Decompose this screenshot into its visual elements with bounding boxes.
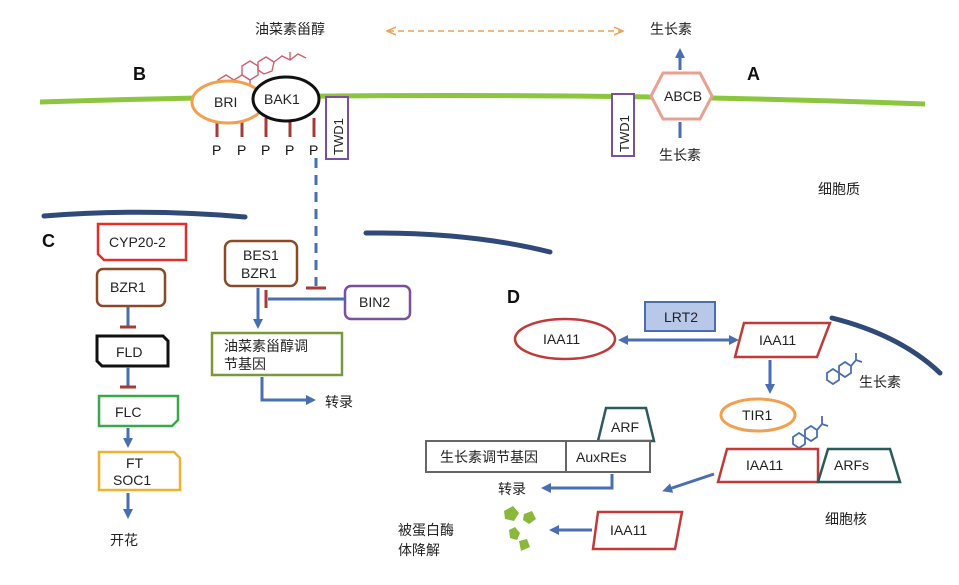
section-a-label: A (747, 64, 760, 84)
arf-label: ARF (611, 419, 639, 435)
auxin-genes-label: 生长素调节基因 (440, 449, 538, 466)
phosphate-label-1: P (212, 142, 221, 158)
auxin-molecule-icon-d (826, 353, 863, 386)
iaa11-left-ellipse (513, 317, 617, 361)
twd1-left-label: TWD1 (331, 118, 346, 155)
nucleus-envelope-far-right (829, 315, 943, 376)
cyp20-label: CYP20-2 (109, 234, 166, 250)
flc-label: FLC (115, 404, 141, 420)
bak1-label: BAK1 (264, 91, 300, 107)
nucleus-envelope-left (41, 209, 248, 220)
bes1-bzr1-box (223, 239, 299, 288)
soc1-label: SOC1 (113, 472, 151, 488)
cell-membrane (39, 92, 926, 107)
section-d-label: D (507, 287, 520, 307)
ft-label: FT (126, 455, 144, 471)
phosphate-label-4: P (285, 142, 294, 158)
br-transcription-arrow (260, 377, 316, 405)
lrt2-label: LRT2 (664, 309, 698, 325)
iaa11-bottom-box (591, 510, 684, 551)
flc-box (97, 394, 180, 428)
auxin-molecule-icon-tir1 (792, 416, 829, 450)
bzr1-b-label: BZR1 (241, 265, 277, 281)
iaa11-right-label: IAA11 (759, 332, 796, 348)
lrt2-box (644, 301, 716, 332)
twd1-right-label: TWD1 (617, 115, 632, 152)
bin2-label: BIN2 (359, 294, 390, 310)
cytoplasm-label: 细胞质 (818, 182, 860, 198)
bak1-receptor (251, 75, 321, 123)
transcription-d-label: 转录 (498, 482, 526, 498)
phosphate-label-2: P (237, 142, 246, 158)
auxin-bottom-label: 生长素 (659, 148, 701, 164)
phosphate-label-5: P (309, 142, 318, 158)
flowering-label: 开花 (110, 533, 138, 549)
twd1-right-box (611, 93, 635, 157)
iaa11-to-genes-arrow (662, 472, 715, 493)
br-genes-box (210, 331, 344, 377)
auxin-d-label: 生长素 (859, 375, 901, 391)
auxin-top-label: 生长素 (650, 22, 692, 38)
arfs-label: ARFs (834, 457, 869, 473)
tir1-ellipse (719, 397, 797, 433)
fld-box (95, 334, 170, 368)
bin2-box (343, 284, 412, 321)
bri-label: BRI (214, 94, 237, 110)
proteasome-label-1: 被蛋白酶 (398, 523, 454, 539)
iaa11-bottom-label: IAA11 (610, 522, 647, 538)
proteasome-label-2: 体降解 (398, 543, 440, 559)
section-b-label: B (133, 64, 146, 84)
auxin-genes-box (425, 440, 567, 473)
tir1-label: TIR1 (742, 407, 773, 423)
abcb-label: ABCB (664, 88, 702, 104)
cyp20-box (96, 222, 188, 262)
nucleus-label: 细胞核 (825, 512, 867, 528)
br-genes-label-2: 节基因 (224, 356, 266, 373)
brassinosteroid-label: 油菜素甾醇 (255, 21, 325, 38)
iaa11-right-box (733, 321, 832, 359)
auxin-transcription-arrow (541, 474, 614, 493)
bzr1-label: BZR1 (110, 279, 146, 295)
fld-label: FLD (116, 344, 142, 360)
auxres-label: AuxREs (576, 449, 627, 465)
degraded-fragments-icon (504, 506, 536, 551)
twd1-left-box (325, 96, 349, 160)
ft-soc1-box (97, 450, 182, 492)
auxres-box (565, 440, 651, 473)
br-genes-label-1: 油菜素甾醇调 (224, 338, 308, 355)
nucleus-envelope-right (363, 230, 553, 255)
abcb-transporter (649, 71, 714, 121)
section-c-label: C (42, 231, 55, 251)
bzr1-box (95, 267, 167, 308)
iaa11-mid-label: IAA11 (746, 457, 783, 473)
phosphate-label-3: P (261, 142, 270, 158)
iaa11-left-label: IAA11 (543, 331, 580, 347)
transcription-c-label: 转录 (325, 395, 353, 411)
arfs-trapezoid (816, 447, 902, 484)
bes1-label: BES1 (243, 247, 279, 263)
